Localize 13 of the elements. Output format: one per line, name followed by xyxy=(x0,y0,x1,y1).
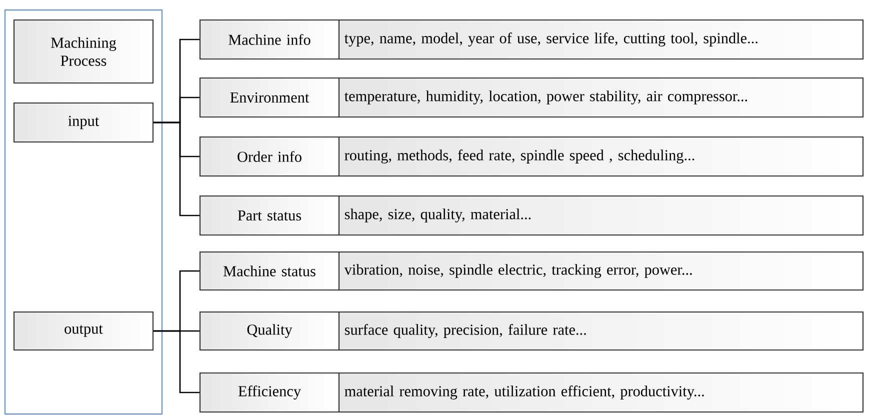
category-box: Machine status xyxy=(199,251,340,291)
category-box: Efficiency xyxy=(199,372,340,413)
connector-line xyxy=(154,330,200,394)
category-box: Part status xyxy=(199,195,340,236)
category-box: Machine info xyxy=(199,19,340,60)
category-box: Environment xyxy=(199,77,340,118)
panel-frame xyxy=(4,9,163,415)
category-box: Quality xyxy=(199,311,340,351)
input-output-box: output xyxy=(13,311,154,351)
connector-line xyxy=(154,122,200,216)
title-box: Machining Process xyxy=(13,19,154,84)
category-box: Order info xyxy=(199,136,340,177)
input-output-box: input xyxy=(13,102,154,143)
